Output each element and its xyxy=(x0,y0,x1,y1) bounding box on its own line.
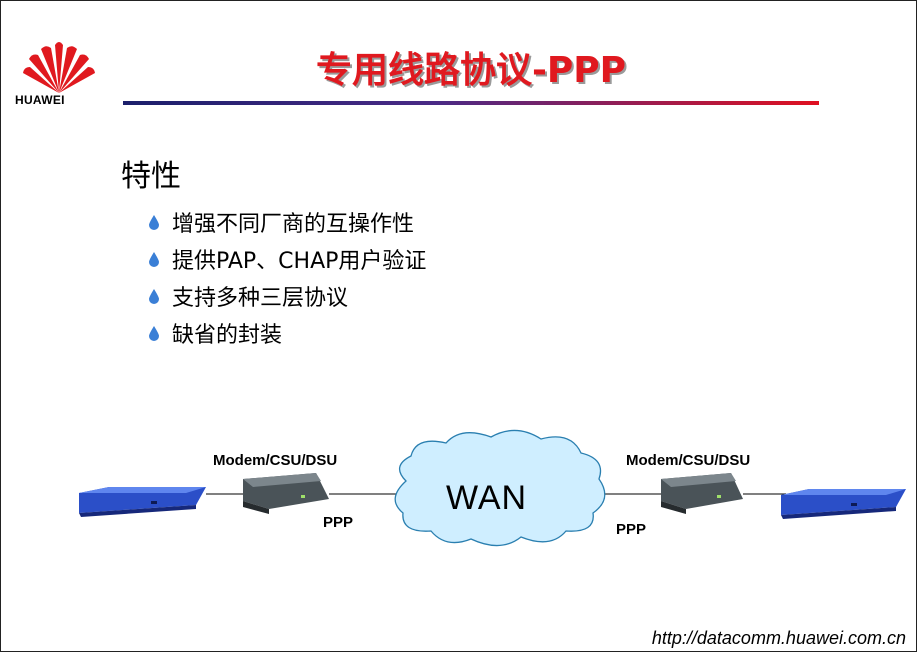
right-modem-label: Modem/CSU/DSU xyxy=(626,452,751,469)
list-item: 增强不同厂商的互操作性 xyxy=(146,203,426,240)
left-router-icon xyxy=(79,487,206,517)
right-link-label: PPP xyxy=(616,521,647,538)
left-modem-label: Modem/CSU/DSU xyxy=(213,452,338,469)
footer-url: http://datacomm.huawei.com.cn xyxy=(651,628,906,648)
huawei-logo-icon xyxy=(19,37,99,109)
left-link-label: PPP xyxy=(323,514,354,531)
brand-name: HUAWEI xyxy=(15,93,65,107)
page-title: 专用线路协议-PPP xyxy=(315,50,627,91)
wan-label: WAN xyxy=(446,479,528,517)
water-drop-bullet-icon xyxy=(149,325,159,341)
list-item: 缺省的封装 xyxy=(146,314,426,351)
title-divider xyxy=(123,101,819,105)
water-drop-bullet-icon xyxy=(149,214,159,230)
list-item-text: 增强不同厂商的互操作性 xyxy=(172,211,415,237)
list-item-text: 缺省的封装 xyxy=(172,322,283,348)
list-item-text: 提供PAP、CHAP用户验证 xyxy=(172,248,427,274)
wan-cloud-icon xyxy=(394,429,606,547)
list-item: 支持多种三层协议 xyxy=(146,277,426,314)
left-modem-icon xyxy=(243,473,329,514)
feature-list: 增强不同厂商的互操作性 提供PAP、CHAP用户验证 支持多种三层协议 缺省的封… xyxy=(146,203,426,351)
section-heading: 特性 xyxy=(121,159,181,194)
water-drop-bullet-icon xyxy=(149,251,159,267)
water-drop-bullet-icon xyxy=(149,288,159,304)
list-item: 提供PAP、CHAP用户验证 xyxy=(146,240,426,277)
right-modem-icon xyxy=(661,473,743,514)
right-router-icon xyxy=(781,489,906,519)
network-diagram: Modem/CSU/DSU Modem/CSU/DSU PPP PPP WAN xyxy=(1,421,916,561)
list-item-text: 支持多种三层协议 xyxy=(172,285,349,311)
